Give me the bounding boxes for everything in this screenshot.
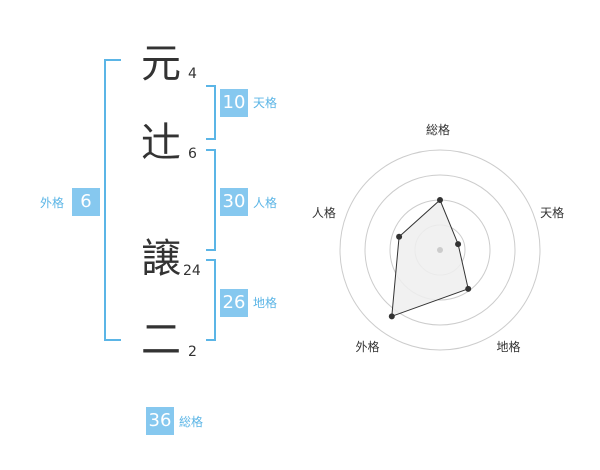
- radar-axis-label-5: 人格: [311, 205, 336, 220]
- chikaku-value: 26: [220, 289, 248, 317]
- radar-point-1: [437, 197, 443, 203]
- soukaku-value: 36: [146, 407, 174, 435]
- stroke-count-3: 24: [183, 263, 201, 279]
- radar-ring-3: [364, 174, 516, 326]
- chikaku-label: 地格: [253, 296, 278, 310]
- radar-series-polygon: [391, 199, 469, 318]
- gaikaku-label: 外格: [40, 196, 65, 210]
- stroke-count-1: 4: [188, 66, 197, 82]
- jinkaku-label: 人格: [253, 196, 278, 210]
- tenkaku-value: 10: [220, 89, 248, 117]
- radar-axis-label-1: 総格: [426, 123, 451, 137]
- name-char-1: 元: [141, 41, 181, 87]
- radar-axis-label-3: 地格: [496, 340, 521, 355]
- name-char-4: 二: [141, 317, 181, 363]
- radar-point-3: [465, 285, 472, 292]
- stroke-count-4: 2: [188, 344, 197, 360]
- radar-point-2: [455, 241, 462, 248]
- name-char-3: 譲: [141, 236, 181, 282]
- radar-axis-label-2: 天格: [540, 205, 565, 220]
- radar-point-5: [396, 233, 403, 240]
- radar-center-point: [437, 247, 443, 253]
- radar-point-4: [388, 313, 395, 320]
- name-char-2: 辻: [141, 120, 181, 166]
- tenkaku-label: 天格: [253, 96, 278, 110]
- radar-axis-label-4: 外格: [355, 340, 380, 355]
- soukaku-label: 総格: [179, 415, 204, 429]
- gaikaku-value: 6: [72, 188, 100, 216]
- radar-ring-4: [339, 149, 541, 351]
- jinkaku-value: 30: [220, 188, 248, 216]
- stroke-count-2: 6: [188, 146, 197, 162]
